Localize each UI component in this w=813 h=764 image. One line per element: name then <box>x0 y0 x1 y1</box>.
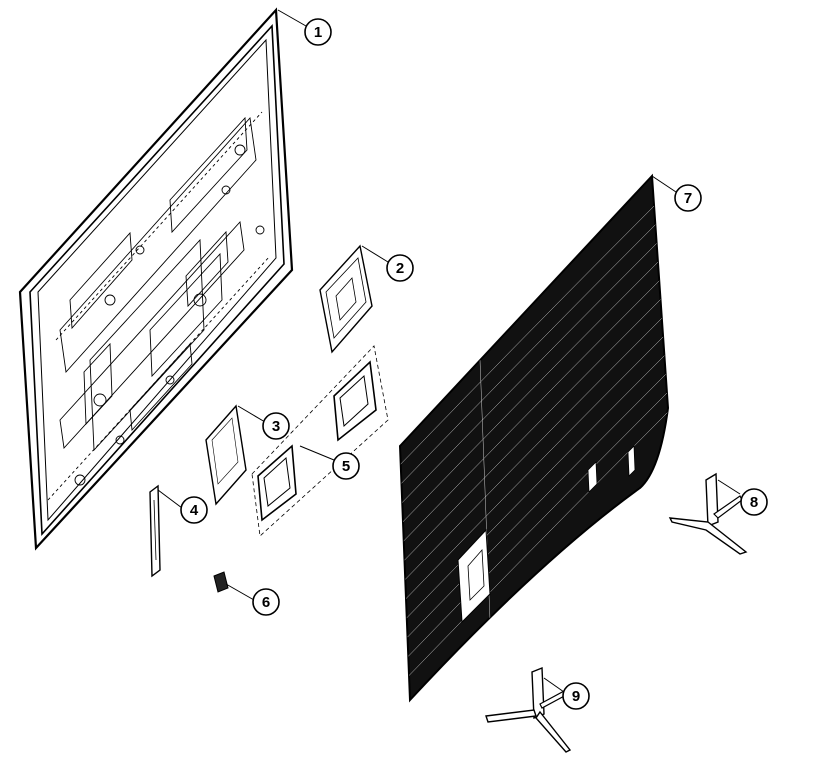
speaker-part <box>251 345 389 537</box>
callout-3-number: 3 <box>272 418 280 435</box>
callout-7: 7 <box>674 184 702 212</box>
callout-6: 6 <box>252 588 280 616</box>
callout-5-number: 5 <box>342 458 350 475</box>
stand-left-part <box>485 666 572 753</box>
callout-7-number: 7 <box>684 190 692 207</box>
callout-2-number: 2 <box>396 260 404 277</box>
panel-frame-part <box>18 7 307 551</box>
callout-4-number: 4 <box>190 502 199 519</box>
bracket-part <box>149 484 183 578</box>
callout-1: 1 <box>304 18 332 46</box>
back-cover-part <box>398 173 677 703</box>
power-board-part <box>319 244 389 354</box>
main-board-part <box>205 404 266 506</box>
stand-right-part <box>668 472 748 555</box>
callout-9: 9 <box>562 682 590 710</box>
callout-5: 5 <box>332 452 360 480</box>
callout-9-number: 9 <box>572 688 580 705</box>
callout-1-number: 1 <box>314 24 322 41</box>
callout-4: 4 <box>180 496 208 524</box>
callout-3: 3 <box>262 412 290 440</box>
callout-8-number: 8 <box>750 494 758 511</box>
clip-part <box>213 571 255 601</box>
callout-6-number: 6 <box>262 594 270 611</box>
callout-2: 2 <box>386 254 414 282</box>
callout-8: 8 <box>740 488 768 516</box>
